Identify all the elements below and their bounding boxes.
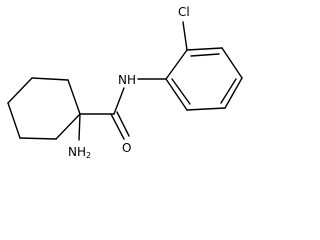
bond-co-2 [116,111,130,137]
cyclohexane-ring [7,77,81,140]
amine-subscript: 2 [86,151,91,160]
bond-ph-3 [221,47,243,79]
bond-c-nh2 [78,113,81,141]
amine-n-label: NH [68,145,86,159]
chlorine-label: Cl [178,5,190,19]
chemical-structure: Cl NH O NH2 [7,5,243,160]
carbonyl-double-bond [110,111,130,140]
bond-ph-4 [224,77,243,109]
bond-c-cl [182,21,188,51]
bond-ph-inner-3 [171,78,191,105]
chlorophenyl-ring [165,47,243,111]
bond-cy-1 [67,79,81,115]
amine-label: NH2 [68,145,91,160]
bond-ph-6 [165,78,188,111]
bond-cy-2 [55,113,81,140]
bond-ph-2 [186,47,223,51]
bond-cy-3 [19,137,57,140]
amide-nitrogen-label: NH [118,73,136,87]
bond-ph-5 [186,107,226,111]
bond-co-1 [110,113,125,140]
bond-cy-5 [7,77,33,104]
carbonyl-oxygen-label: O [122,141,131,155]
bond-ph-1 [165,49,188,80]
bond-ph-inner-2 [220,78,237,104]
bond-carbonyl-nh [113,87,125,115]
bond-ph-inner-1 [190,53,220,57]
bond-cy-4 [7,102,21,139]
bond-cy-6 [31,77,69,81]
